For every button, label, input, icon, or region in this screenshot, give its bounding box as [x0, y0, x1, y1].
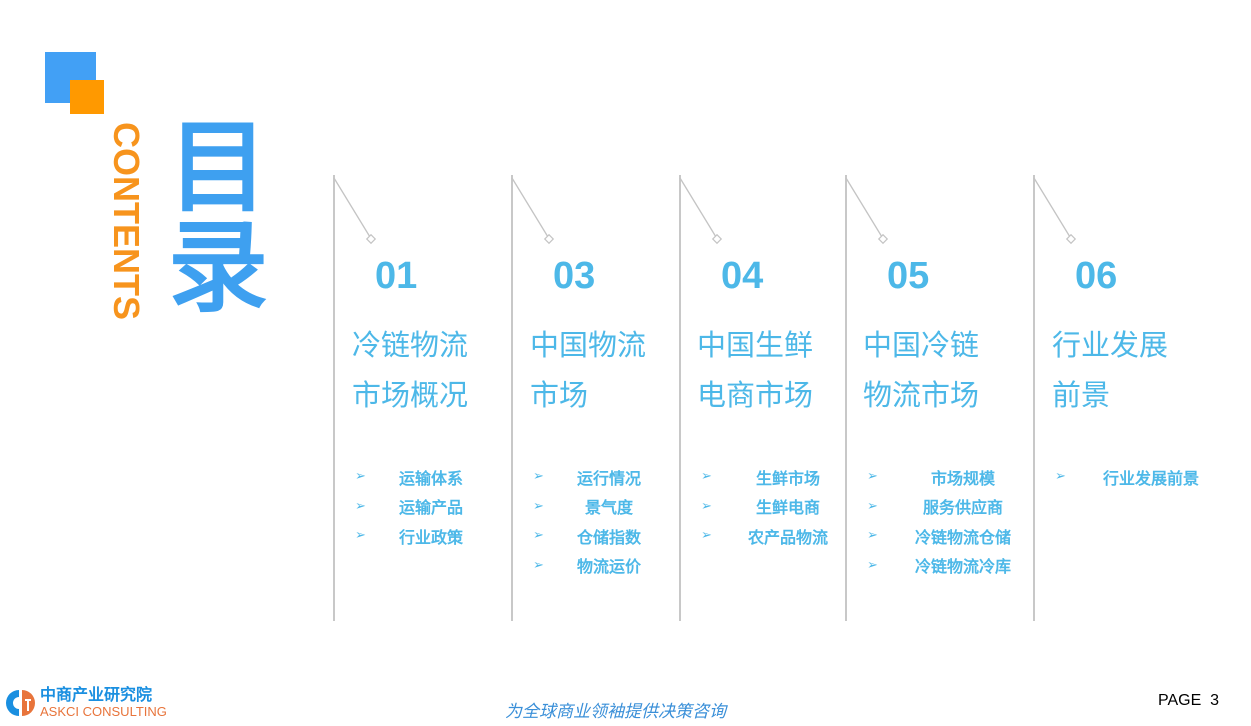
item-label: 景气度	[584, 498, 633, 518]
list-item[interactable]: ➢ 物流运价	[533, 551, 659, 581]
item-label: 生鲜电商	[755, 498, 820, 518]
list-item[interactable]: ➢ 服务供应商	[867, 492, 1033, 522]
list-item[interactable]: ➢ 冷链物流仓储	[867, 521, 1033, 551]
list-item[interactable]: ➢ 行业发展前景	[1055, 462, 1221, 492]
list-item[interactable]: ➢ 冷链物流冷库	[867, 551, 1033, 581]
divider-line	[511, 175, 513, 621]
section-title: 中国生鲜 电商市场	[697, 328, 814, 412]
section-05: 05 中国冷链 物流市场 ➢ 市场规模 ➢ 服务供应商 ➢ 冷链物流仓储 ➢ 冷链物流冷库	[845, 175, 1025, 621]
list-item[interactable]: ➢ 景气度	[533, 492, 659, 522]
item-label: 冷链物流冷库	[914, 557, 1011, 577]
section-number: 01	[375, 255, 418, 297]
contents-label: CONTENTS	[106, 122, 147, 320]
item-label: 物流运价	[576, 557, 641, 577]
divider-line	[333, 175, 335, 621]
item-label: 行业政策	[398, 527, 463, 547]
decor-square-orange	[70, 80, 104, 114]
list-item[interactable]: ➢ 市场规模	[867, 462, 1033, 492]
page-title: 目录	[168, 109, 268, 326]
logo-text-en: ASKCI CONSULTING	[40, 704, 167, 719]
hanging-tag-line	[845, 177, 889, 245]
section-title: 冷链物流 市场概况	[352, 328, 469, 412]
list-item[interactable]: ➢ 行业政策	[355, 521, 481, 551]
section-03: 03 中国物流 市场 ➢ 运行情况 ➢ 景气度 ➢ 仓储指数 ➢ 物流运价	[511, 175, 691, 621]
divider-line	[679, 175, 681, 621]
list-item[interactable]: ➢ 农产品物流	[701, 521, 849, 551]
arrow-bullet-icon: ➢	[355, 528, 366, 544]
item-label: 运行情况	[576, 468, 641, 488]
arrow-bullet-icon: ➢	[867, 528, 878, 544]
hanging-tag-line	[511, 177, 555, 245]
section-number: 04	[721, 255, 764, 297]
arrow-bullet-icon: ➢	[355, 498, 366, 514]
hanging-tag-line	[333, 177, 377, 245]
arrow-bullet-icon: ➢	[867, 469, 878, 485]
list-item[interactable]: ➢ 仓储指数	[533, 521, 659, 551]
list-item[interactable]: ➢ 运输体系	[355, 462, 481, 492]
section-01: 01 冷链物流 市场概况 ➢ 运输体系 ➢ 运输产品 ➢ 行业政策	[333, 175, 513, 621]
arrow-bullet-icon: ➢	[701, 498, 712, 514]
item-label: 仓储指数	[576, 527, 641, 547]
section-number: 06	[1075, 255, 1118, 297]
arrow-bullet-icon: ➢	[1055, 469, 1066, 485]
logo-icon	[6, 689, 35, 716]
item-label: 服务供应商	[922, 498, 1003, 518]
item-label: 市场规模	[930, 468, 995, 488]
arrow-bullet-icon: ➢	[701, 469, 712, 485]
section-04: 04 中国生鲜 电商市场 ➢ 生鲜市场 ➢ 生鲜电商 ➢ 农产品物流	[679, 175, 859, 621]
arrow-bullet-icon: ➢	[533, 528, 544, 544]
item-label: 运输产品	[398, 498, 463, 518]
list-item[interactable]: ➢ 生鲜市场	[701, 462, 849, 492]
item-label: 运输体系	[398, 468, 463, 488]
section-number: 05	[887, 255, 930, 297]
arrow-bullet-icon: ➢	[867, 498, 878, 514]
section-title: 中国冷链 物流市场	[863, 328, 980, 412]
item-label: 农产品物流	[747, 527, 828, 547]
company-logo: 中商产业研究院 ASKCI CONSULTING	[4, 686, 167, 719]
logo-text-cn: 中商产业研究院	[40, 685, 153, 704]
arrow-bullet-icon: ➢	[867, 557, 878, 573]
arrow-bullet-icon: ➢	[533, 498, 544, 514]
arrow-bullet-icon: ➢	[355, 469, 366, 485]
arrow-bullet-icon: ➢	[533, 469, 544, 485]
hanging-tag-line	[1033, 177, 1077, 245]
hanging-tag-line	[679, 177, 723, 245]
slogan: 为全球商业领袖提供决策咨询	[505, 702, 726, 722]
section-title: 行业发展 前景	[1052, 328, 1169, 412]
section-number: 03	[553, 255, 596, 297]
list-item[interactable]: ➢ 运输产品	[355, 492, 481, 522]
section-title: 中国物流 市场	[530, 328, 647, 412]
arrow-bullet-icon: ➢	[533, 557, 544, 573]
divider-line	[1033, 175, 1035, 621]
list-item[interactable]: ➢ 运行情况	[533, 462, 659, 492]
arrow-bullet-icon: ➢	[701, 528, 712, 544]
section-06: 06 行业发展 前景 ➢ 行业发展前景	[1033, 175, 1213, 621]
item-label: 生鲜市场	[755, 468, 820, 488]
divider-line	[845, 175, 847, 621]
item-label: 冷链物流仓储	[914, 527, 1011, 547]
page-number: PAGE 3	[1158, 692, 1220, 709]
item-label: 行业发展前景	[1102, 468, 1199, 488]
list-item[interactable]: ➢ 生鲜电商	[701, 492, 849, 522]
